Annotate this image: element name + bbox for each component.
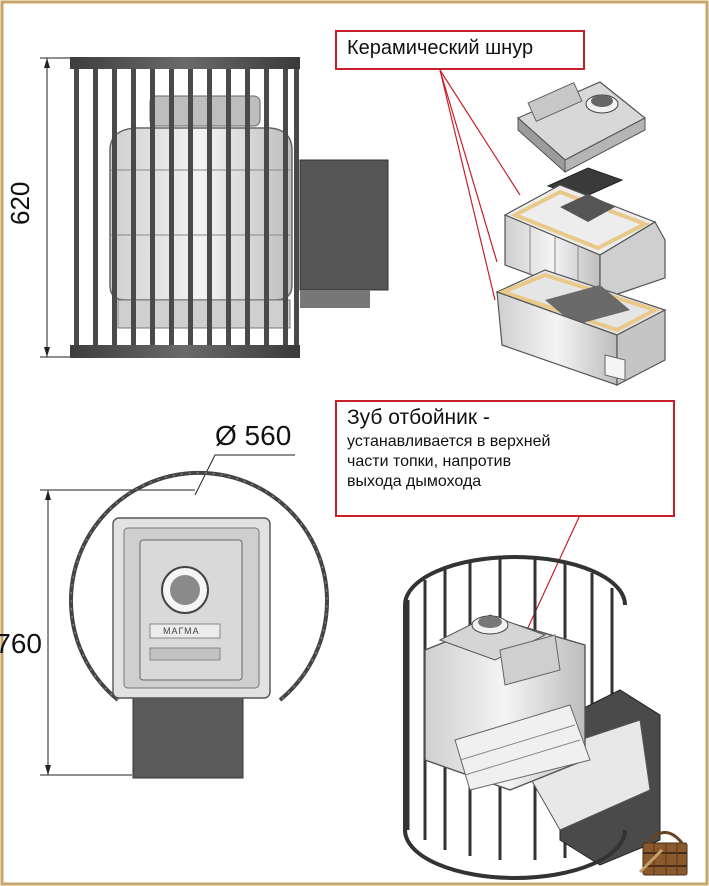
grid-bars: [74, 69, 299, 345]
tooth-callout: Зуб отбойник - устанавливается в верхней…: [335, 400, 675, 517]
diameter-dimension-label: Ø 560: [215, 420, 292, 451]
grid-rim-bottom: [70, 345, 300, 358]
ceramic-cord-callout: Керамический шнур: [335, 30, 585, 70]
bucket-logo-icon: [638, 831, 688, 876]
side-view: [40, 57, 389, 358]
ceramic-cord-upper: [510, 189, 650, 251]
isometric-view: [403, 454, 661, 880]
fire-tunnel-side: [299, 159, 389, 291]
depth-dimension-label: 760: [0, 628, 42, 659]
tooth-line-1: устанавливается в верхней: [347, 433, 551, 450]
stove-top-side: [149, 95, 261, 127]
height-dimension-label: 620: [5, 181, 35, 225]
exploded-view: [439, 69, 667, 386]
ceramic-cord-label: Керамический шнур: [347, 37, 534, 59]
fire-tunnel-top: [132, 689, 244, 779]
tooth-line-2: части топки, напротив: [347, 453, 512, 470]
stove-logo-text: МАГМА: [163, 626, 200, 636]
top-view: [40, 454, 329, 779]
grid-rim-top: [70, 57, 300, 69]
tooth-title: Зуб отбойник -: [347, 406, 490, 429]
tooth-line-3: выхода дымохода: [347, 473, 482, 490]
